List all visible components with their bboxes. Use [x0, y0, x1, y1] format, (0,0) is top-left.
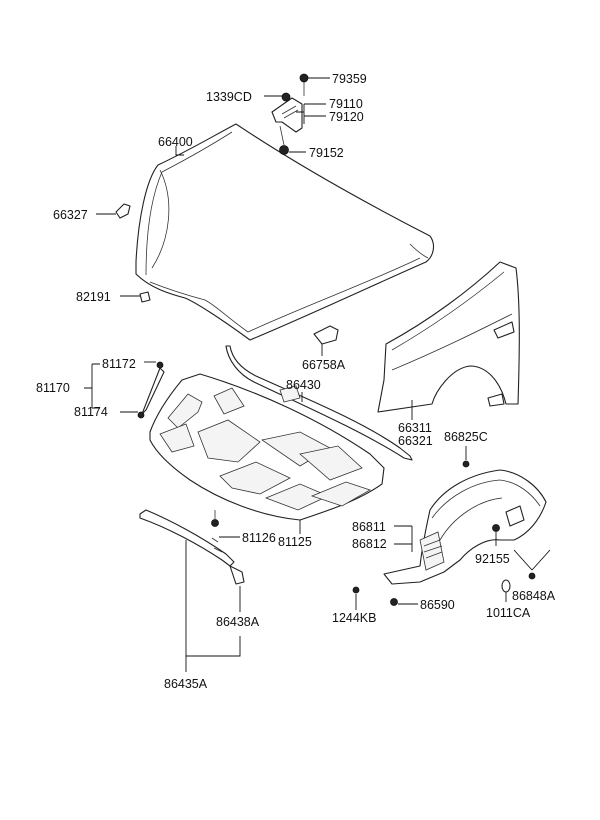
part-labels: 79359 1339CD 79110 79120 79152 66400 663…: [36, 72, 556, 691]
label-86825C: 86825C: [444, 430, 488, 444]
label-81125: 81125: [278, 535, 312, 549]
label-81174: 81174: [74, 405, 108, 419]
front-wheel-guard-liner[interactable]: [383, 469, 547, 585]
hood-release-cable[interactable]: [139, 509, 245, 585]
label-81126: 81126: [242, 531, 276, 545]
label-86811: 86811: [352, 520, 386, 534]
label-1011CA: 1011CA: [486, 606, 531, 620]
label-79359: 79359: [332, 72, 367, 86]
hood-bumper-clip[interactable]: [115, 203, 131, 219]
hood-inner-panel[interactable]: [149, 373, 385, 521]
front-fender[interactable]: [377, 261, 520, 413]
hood-lift-strut[interactable]: [137, 361, 165, 419]
hood-seal-weatherstrip[interactable]: [225, 345, 413, 461]
hood-latch-striker[interactable]: [313, 325, 339, 345]
label-86590: 86590: [420, 598, 455, 612]
label-79152: 79152: [309, 146, 344, 160]
label-86812: 86812: [352, 537, 387, 551]
label-86848A: 86848A: [512, 589, 556, 603]
label-66400: 66400: [158, 135, 193, 149]
label-86438A: 86438A: [216, 615, 260, 629]
label-79110: 79110: [329, 97, 363, 111]
hood-panel[interactable]: [135, 123, 435, 341]
label-82191: 82191: [76, 290, 111, 304]
label-1244KB: 1244KB: [332, 611, 376, 625]
hood-stopper[interactable]: [139, 291, 151, 303]
label-66311: 66311: [398, 421, 432, 435]
label-92155: 92155: [475, 552, 510, 566]
label-66327: 66327: [53, 208, 88, 222]
label-86430: 86430: [286, 378, 321, 392]
label-81170: 81170: [36, 381, 70, 395]
label-66758A: 66758A: [302, 358, 346, 372]
label-81172: 81172: [102, 357, 136, 371]
label-79120: 79120: [329, 110, 364, 124]
label-66321: 66321: [398, 434, 433, 448]
leader-lines: [84, 77, 551, 672]
hood-hinge[interactable]: [271, 73, 309, 155]
label-1339CD: 1339CD: [206, 90, 252, 104]
label-86435A: 86435A: [164, 677, 208, 691]
